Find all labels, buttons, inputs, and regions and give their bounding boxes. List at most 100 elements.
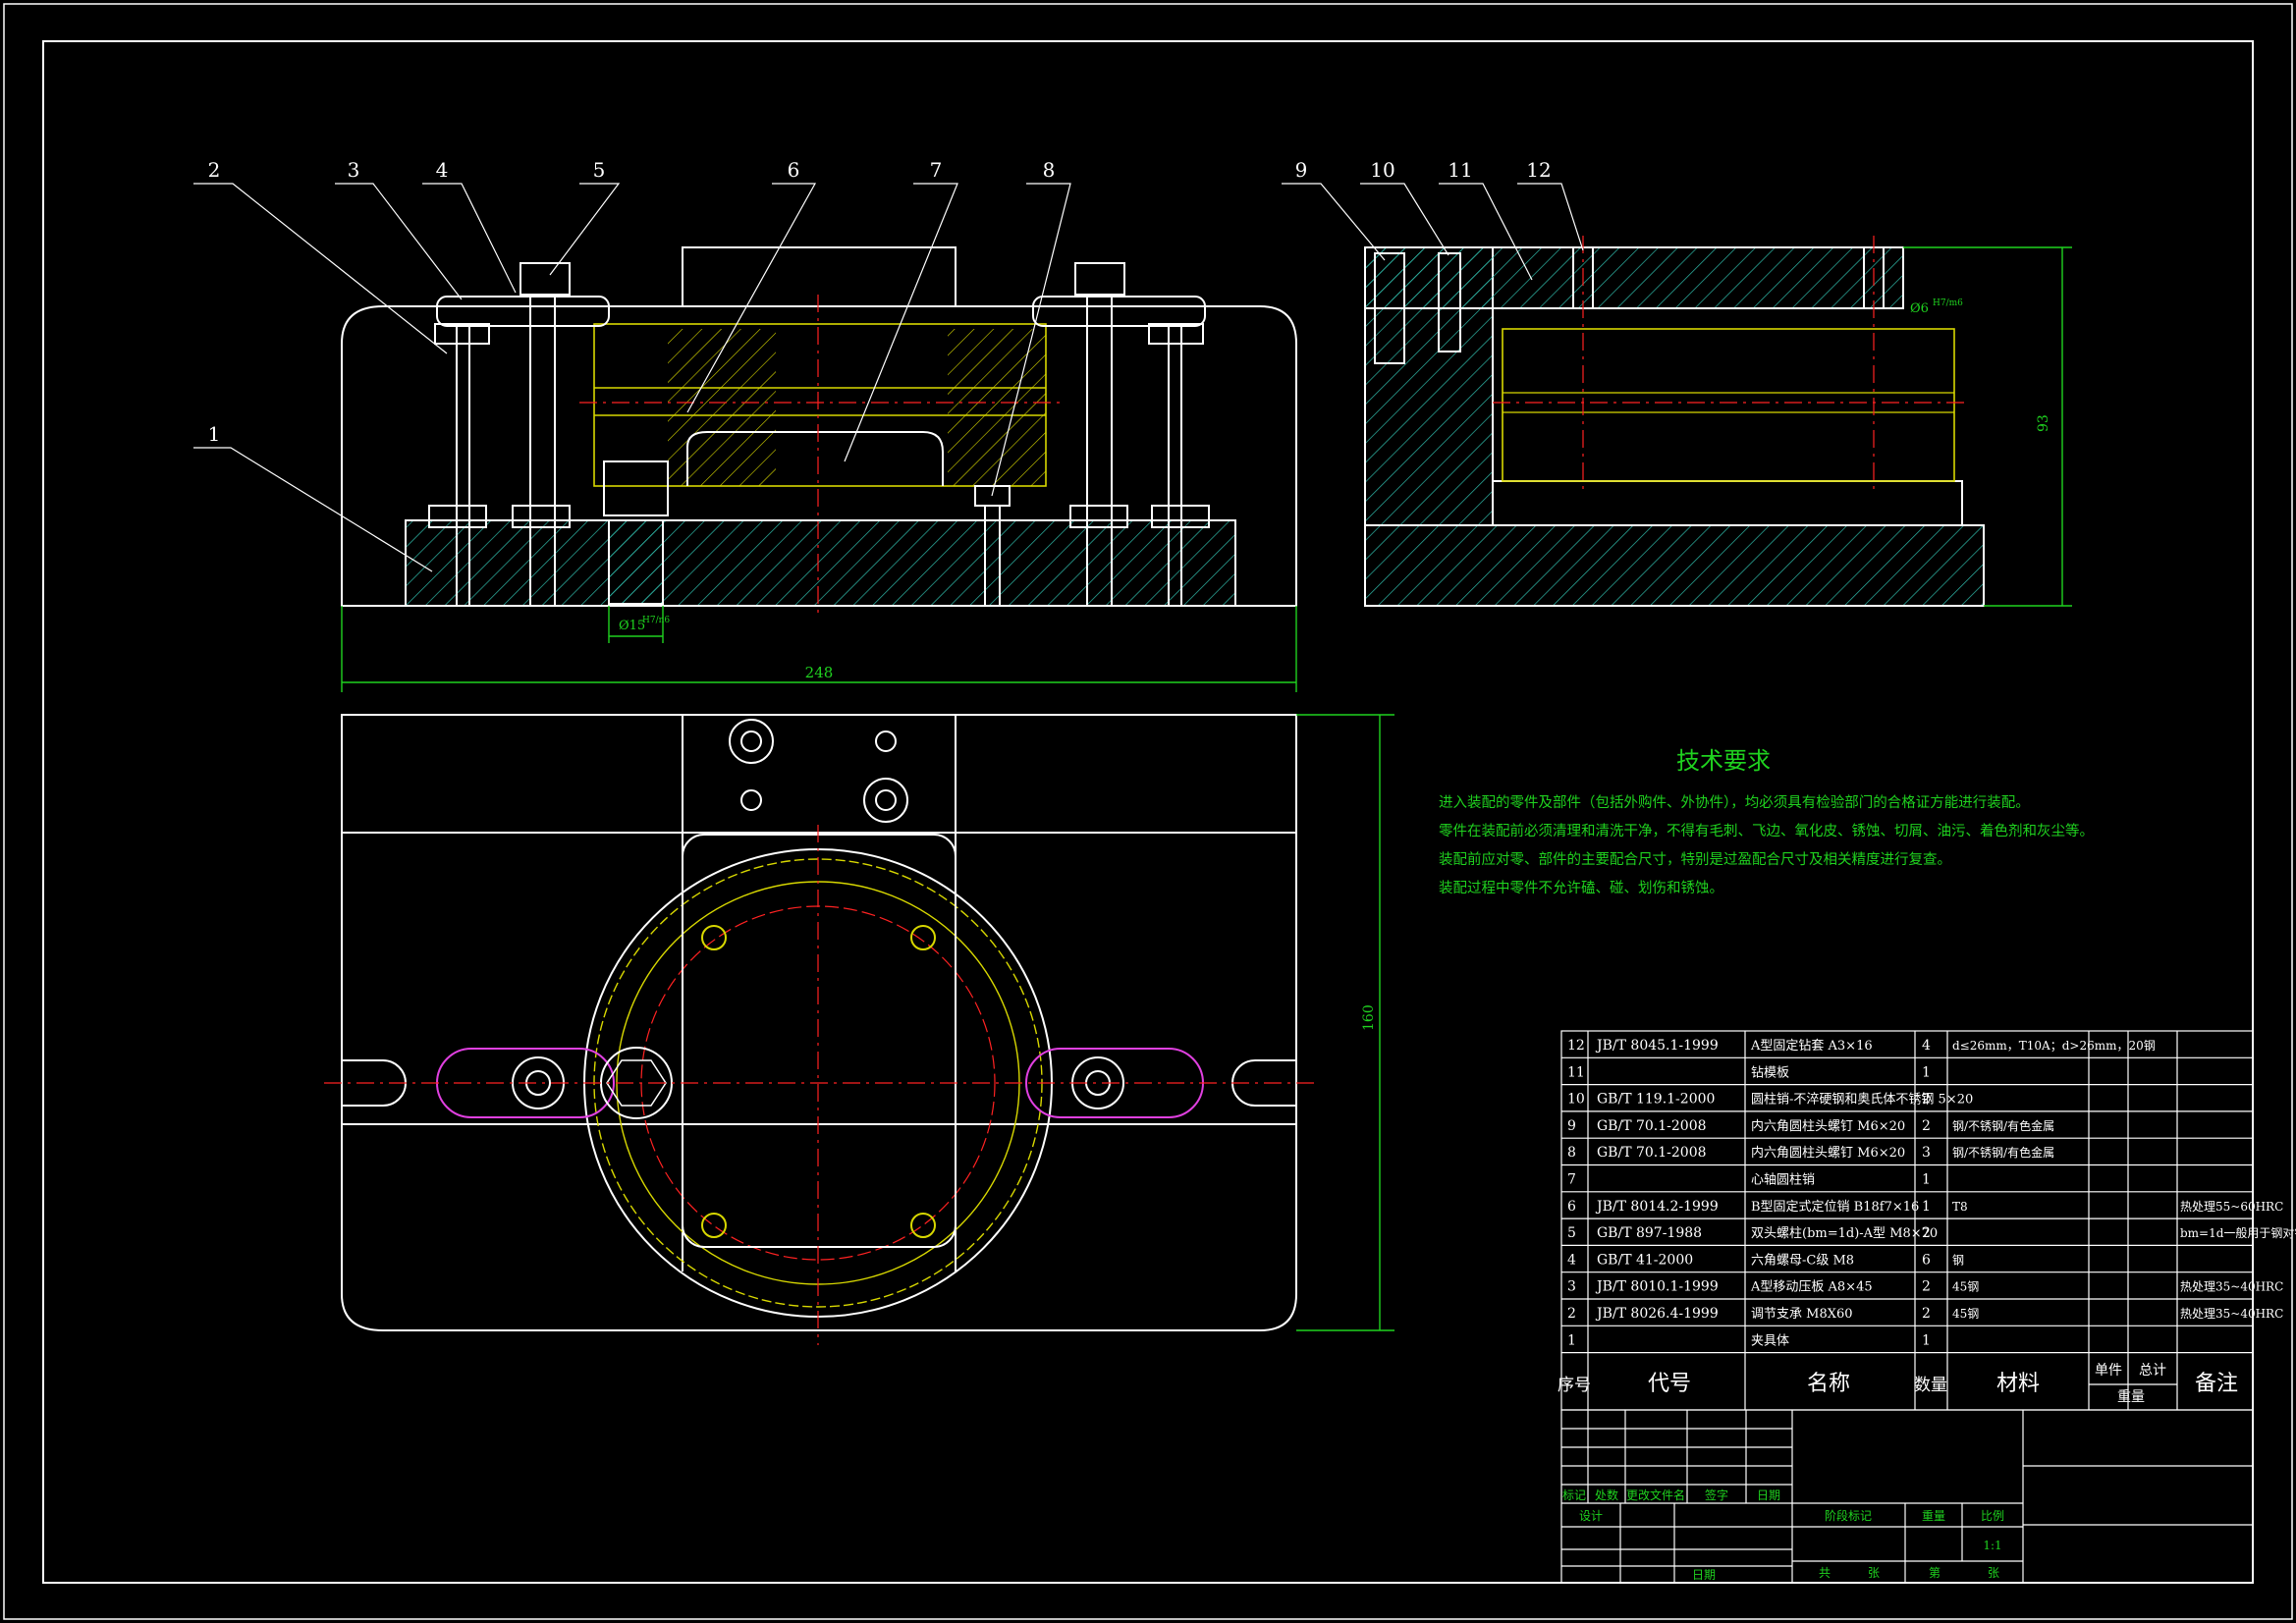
- bom-cell-qty: 2: [1922, 1306, 1931, 1322]
- bom-cell-material: T8: [1952, 1200, 1968, 1214]
- side-pin-10: [1438, 252, 1461, 352]
- callout-labels: 1 2 3 4 5 6 7 8 9 10 11 12: [208, 158, 1552, 446]
- plan-height-text: 160: [1361, 1004, 1377, 1031]
- plan-dimensions: [1296, 714, 1394, 1331]
- title-block: [1560, 1409, 2254, 1584]
- rev-label-sign: 签字: [1705, 1488, 1728, 1502]
- bom-cell-name: 六角螺母-C级 M8: [1751, 1253, 1854, 1268]
- bom-cell-no: 4: [1567, 1252, 1576, 1268]
- bom-cell-qty: 2: [1922, 1092, 1931, 1108]
- top-block: [682, 246, 957, 307]
- tech-requirement-line: 装配前应对零、部件的主要配合尺寸，特别是过盈配合尺寸及相关精度进行复查。: [1439, 852, 1951, 868]
- bom-cell-no: 11: [1567, 1064, 1585, 1080]
- rev-label-date: 日期: [1757, 1488, 1780, 1502]
- bom-cell-material: 45钢: [1952, 1280, 1979, 1294]
- total-label: 共: [1819, 1566, 1831, 1580]
- bom-cell-name: 内六角圆柱头螺钉 M6×20: [1751, 1145, 1905, 1161]
- callout-6: 6: [788, 158, 800, 182]
- bom-cell-no: 12: [1567, 1038, 1585, 1054]
- bom-header-unit: 单件: [2095, 1363, 2122, 1379]
- mandrel-outline: [686, 431, 944, 486]
- bom-cell-material: 钢/不锈钢/有色金属: [1952, 1118, 2054, 1133]
- bom-cell-code: JB/T 8045.1-1999: [1595, 1038, 1719, 1054]
- tech-requirements-title: 技术要求: [1676, 747, 1771, 775]
- callout-12: 12: [1526, 158, 1551, 182]
- weight-label: 重量: [1922, 1509, 1945, 1523]
- bom-cell-name: A型移动压板 A8×45: [1750, 1280, 1873, 1295]
- plan-outline: [341, 714, 1297, 1331]
- bom-header-qty: 数量: [1914, 1376, 1947, 1395]
- bom-cell-name: B型固定式定位销 B18f7×16: [1751, 1200, 1919, 1215]
- left-nut-top: [519, 262, 571, 296]
- left-support-top: [434, 323, 490, 345]
- bom-cell-qty: 2: [1922, 1225, 1931, 1241]
- bom-cell-qty: 1: [1922, 1172, 1931, 1188]
- leader-lines: [193, 183, 1584, 572]
- right-clamp-plate: [1032, 296, 1206, 327]
- bom-cell-material: d≤26mm，T10A；d>26mm，20钢: [1952, 1039, 2156, 1053]
- bom-cell-qty: 4: [1922, 1038, 1931, 1054]
- scale-value: 1:1: [1983, 1539, 2001, 1552]
- scale-label: 比例: [1981, 1509, 2004, 1523]
- right-nut-top: [1074, 262, 1125, 296]
- bom-header-remark: 备注: [2195, 1372, 2238, 1396]
- callout-11: 11: [1448, 158, 1472, 182]
- bom-cell-remark: 热处理35~40HRC: [2180, 1307, 2283, 1321]
- callout-10: 10: [1370, 158, 1394, 182]
- bom-cell-code: GB/T 897-1988: [1597, 1225, 1702, 1241]
- page-sheets-label: 张: [1988, 1566, 1999, 1580]
- top-hole-2: [875, 730, 897, 752]
- callout-4: 4: [436, 158, 449, 182]
- page-label: 第: [1929, 1566, 1941, 1580]
- date-label: 日期: [1692, 1568, 1716, 1582]
- right-support-top: [1148, 323, 1204, 345]
- bom-cell-qty: 2: [1922, 1118, 1931, 1134]
- callout-2: 2: [208, 158, 221, 182]
- bom-cell-material: 45钢: [1952, 1307, 1979, 1321]
- bom-cell-name: 内六角圆柱头螺钉 M6×20: [1751, 1118, 1905, 1134]
- bom-cell-material: 钢: [1952, 1253, 1964, 1267]
- bom-cell-name: 心轴圆柱销: [1751, 1173, 1815, 1188]
- bom-cell-material: 钢/不锈钢/有色金属: [1952, 1145, 2054, 1160]
- bom-cell-code: JB/T 8026.4-1999: [1595, 1306, 1719, 1322]
- bom-cell-no: 9: [1567, 1118, 1576, 1134]
- bom-cell-qty: 3: [1922, 1145, 1931, 1161]
- bore-dim-text: Ø15: [619, 619, 645, 633]
- side-workpiece: [1502, 328, 1955, 482]
- bom-header-weight: 重量: [2117, 1389, 2145, 1405]
- locating-pin-body: [608, 519, 664, 605]
- callout-7: 7: [930, 158, 943, 182]
- bom-cell-qty: 1: [1922, 1064, 1931, 1080]
- bom-cell-name: 夹具体: [1751, 1333, 1789, 1348]
- title-block-text: 标记 处数 更改文件名 签字 日期 设计 日期 阶段标记 重量 比例 1:1 共…: [1562, 1488, 2004, 1582]
- bom-header-material: 材料: [1996, 1372, 2040, 1396]
- bom-cell-no: 1: [1567, 1332, 1576, 1348]
- bom-cell-name: 钻模板: [1751, 1065, 1789, 1080]
- callout-5: 5: [593, 158, 606, 182]
- bom-cell-no: 3: [1567, 1279, 1576, 1295]
- top-hole-4: [863, 778, 908, 823]
- tech-requirement-line: 进入装配的零件及部件（包括外购件、外协件），均必须具有检验部门的合格证方能进行装…: [1439, 795, 2030, 811]
- bom-cell-no: 7: [1567, 1172, 1576, 1188]
- bushing-hole-1: [701, 925, 727, 950]
- pin-fit-text: Ø6: [1910, 301, 1929, 316]
- callout-9: 9: [1295, 158, 1308, 182]
- bom-cell-name: 圆柱销-不淬硬钢和奥氏体不锈钢 5×20: [1751, 1093, 1973, 1108]
- bom-cell-no: 5: [1567, 1225, 1576, 1241]
- stage-label: 阶段标记: [1825, 1508, 1872, 1523]
- bushing-hole-2: [910, 925, 936, 950]
- bom-cell-name: 调节支承 M8X60: [1751, 1307, 1853, 1322]
- bom-cell-qty: 6: [1922, 1252, 1931, 1268]
- right-nut-bottom: [1069, 505, 1128, 528]
- fixture-body-outline: [341, 305, 1297, 607]
- left-clamp-plate: [436, 296, 610, 327]
- width-dim-text: 248: [805, 664, 834, 681]
- bom-table: [1560, 1030, 2254, 1411]
- design-label: 设计: [1579, 1509, 1603, 1523]
- tech-requirement-line: 装配过程中零件不允许磕、碰、划伤和锈蚀。: [1439, 881, 1723, 896]
- screw-8-head: [974, 485, 1011, 507]
- base-plate-section: [405, 519, 1236, 607]
- rev-label-mark: 标记: [1562, 1488, 1586, 1502]
- bom-cell-code: JB/T 8014.2-1999: [1595, 1199, 1719, 1215]
- bom-cell-no: 2: [1567, 1306, 1576, 1322]
